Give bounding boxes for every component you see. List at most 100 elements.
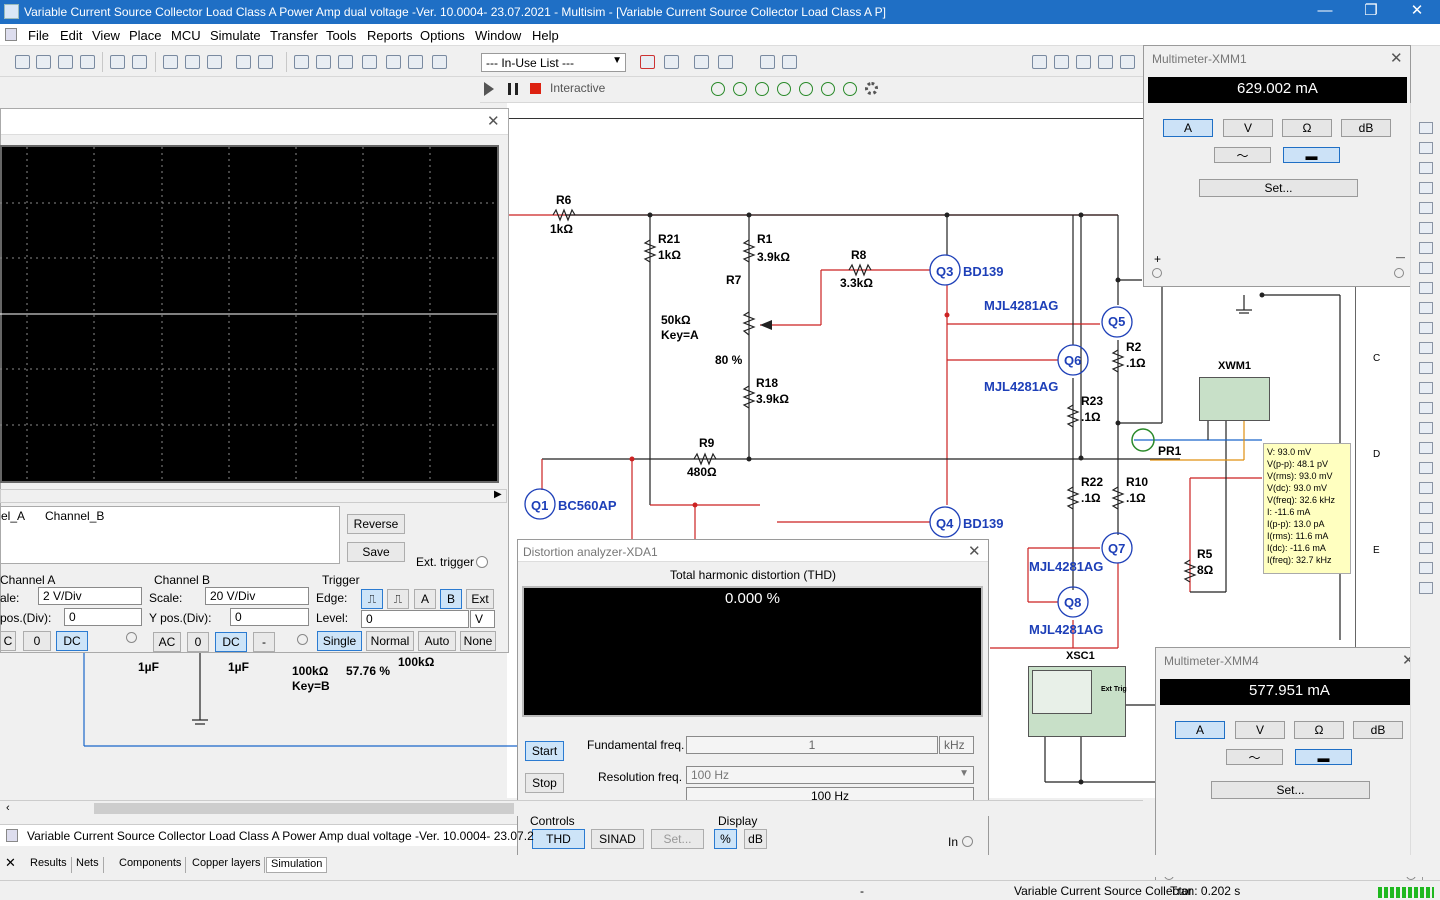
set-button[interactable]: Set... xyxy=(1211,781,1370,799)
fundamental-freq-input[interactable]: 1 xyxy=(686,736,938,754)
db-button[interactable]: dB xyxy=(744,829,767,849)
copy-icon[interactable] xyxy=(185,55,200,69)
channel-b-terminal[interactable] xyxy=(297,634,308,645)
undo-icon[interactable] xyxy=(236,55,251,69)
probe-ref-icon[interactable] xyxy=(799,82,813,96)
export-icon[interactable] xyxy=(718,55,733,69)
zoom-fit-icon[interactable] xyxy=(1098,55,1113,69)
in-terminal[interactable] xyxy=(962,836,973,847)
menu-file[interactable]: File xyxy=(28,28,49,43)
tab-simulation[interactable]: Simulation xyxy=(266,857,328,873)
q1-label[interactable]: Q1 xyxy=(531,498,549,513)
ac-mode-icon[interactable]: 〜 xyxy=(1214,147,1271,163)
percent-button[interactable]: % xyxy=(714,829,737,849)
channel-a-ac-button[interactable]: C xyxy=(0,631,16,651)
trigger-level-unit[interactable]: V xyxy=(470,610,495,628)
grid-icon[interactable] xyxy=(316,55,331,69)
minus-terminal[interactable] xyxy=(1394,268,1404,278)
db-button[interactable]: dB xyxy=(1353,721,1403,739)
gear-icon[interactable] xyxy=(865,82,878,95)
in-use-list-dropdown[interactable]: --- In-Use List ---▼ xyxy=(481,53,626,72)
set-button[interactable]: Set... xyxy=(651,829,704,849)
erc-icon[interactable] xyxy=(640,55,655,69)
trigger-normal-button[interactable]: Normal xyxy=(366,631,414,651)
forward-annotate-icon[interactable] xyxy=(694,55,709,69)
sinad-button[interactable]: SINAD xyxy=(591,829,644,849)
thd-button[interactable]: THD xyxy=(532,829,585,849)
instrument-icon[interactable] xyxy=(1419,382,1433,394)
channel-b-dc-button[interactable]: DC xyxy=(215,632,247,652)
ext-trigger-terminal[interactable] xyxy=(476,556,488,568)
instrument-icon[interactable] xyxy=(1419,222,1433,234)
trigger-single-button[interactable]: Single xyxy=(317,631,362,651)
instrument-icon[interactable] xyxy=(1419,442,1433,454)
instrument-icon[interactable] xyxy=(1419,162,1433,174)
ohmmeter-button[interactable]: Ω xyxy=(1294,721,1344,739)
probe-icon[interactable] xyxy=(843,82,857,96)
instrument-icon[interactable] xyxy=(1419,582,1433,594)
set-button[interactable]: Set... xyxy=(1199,179,1358,197)
trigger-b-button[interactable]: B xyxy=(440,589,462,609)
zoom-area-icon[interactable] xyxy=(1076,55,1091,69)
print-icon[interactable] xyxy=(110,55,125,69)
instrument-icon[interactable] xyxy=(1419,502,1433,514)
probe-current-icon[interactable] xyxy=(733,82,747,96)
interactive-label[interactable]: Interactive xyxy=(550,81,606,95)
probe-digital-icon[interactable] xyxy=(821,82,835,96)
channel-a-terminal[interactable] xyxy=(126,632,137,643)
tab-components[interactable]: Components xyxy=(115,857,187,873)
trigger-ext-button[interactable]: Ext xyxy=(466,589,494,609)
channel-a-zero-button[interactable]: 0 xyxy=(23,631,51,651)
stop-button[interactable]: Stop xyxy=(525,773,564,793)
postprocessor-icon[interactable] xyxy=(432,55,447,69)
channel-a-ypos-input[interactable]: 0 xyxy=(64,608,142,626)
wattmeter-icon[interactable] xyxy=(1199,377,1270,421)
instrument-icon[interactable] xyxy=(1419,282,1433,294)
channel-b-scale-input[interactable]: 20 V/Div xyxy=(205,587,309,605)
save-icon[interactable] xyxy=(80,55,95,69)
chevron-right-icon[interactable]: ▶ xyxy=(494,489,502,500)
scrollbar-thumb[interactable] xyxy=(94,803,514,814)
ammeter-button[interactable]: A xyxy=(1175,721,1225,739)
instrument-icon[interactable] xyxy=(1419,302,1433,314)
db-button[interactable]: dB xyxy=(1341,119,1391,137)
trigger-a-button[interactable]: A xyxy=(414,589,436,609)
menu-help[interactable]: Help xyxy=(532,28,559,43)
save-button[interactable]: Save xyxy=(347,542,405,562)
instrument-icon[interactable] xyxy=(1419,122,1433,134)
instrument-icon[interactable] xyxy=(1419,482,1433,494)
restore-button[interactable]: ❐ xyxy=(1364,2,1378,19)
reverse-button[interactable]: Reverse xyxy=(347,514,405,534)
probe-power-icon[interactable] xyxy=(755,82,769,96)
q5-label[interactable]: Q5 xyxy=(1108,314,1126,329)
channel-a-scale-input[interactable]: 2 V/Div xyxy=(38,587,142,605)
trigger-auto-button[interactable]: Auto xyxy=(418,631,456,651)
zoom-out-icon[interactable] xyxy=(1054,55,1069,69)
resolution-freq-select[interactable]: 100 Hz▼ xyxy=(686,766,974,784)
instrument-icon[interactable] xyxy=(1419,142,1433,154)
paste-icon[interactable] xyxy=(207,55,222,69)
grapher-icon[interactable] xyxy=(362,55,377,69)
q6-label[interactable]: Q6 xyxy=(1064,353,1082,368)
minimize-button[interactable]: — xyxy=(1317,2,1333,19)
instrument-icon[interactable] xyxy=(1419,402,1433,414)
instrument-icon[interactable] xyxy=(1419,342,1433,354)
ohmmeter-button[interactable]: Ω xyxy=(1282,119,1332,137)
plus-terminal[interactable] xyxy=(1152,268,1162,278)
channel-b-ypos-input[interactable]: 0 xyxy=(230,608,309,626)
channel-b-zero-button[interactable]: 0 xyxy=(187,632,209,652)
cut-icon[interactable] xyxy=(163,55,178,69)
instrument-icon[interactable] xyxy=(1419,362,1433,374)
instrument-icon[interactable] xyxy=(1419,262,1433,274)
backannotate-icon[interactable] xyxy=(664,55,679,69)
q4-label[interactable]: Q4 xyxy=(936,516,954,531)
zoom-in-icon[interactable] xyxy=(1032,55,1047,69)
fundamental-freq-unit[interactable]: kHz xyxy=(939,736,974,754)
stop-icon[interactable] xyxy=(530,83,541,94)
rising-edge-icon[interactable]: ⎍ xyxy=(361,589,383,609)
menu-window[interactable]: Window xyxy=(475,28,522,43)
menu-edit[interactable]: Edit xyxy=(60,28,83,43)
probe-diff-icon[interactable] xyxy=(777,82,791,96)
instrument-icon[interactable] xyxy=(1419,542,1433,554)
database-icon[interactable] xyxy=(386,55,401,69)
